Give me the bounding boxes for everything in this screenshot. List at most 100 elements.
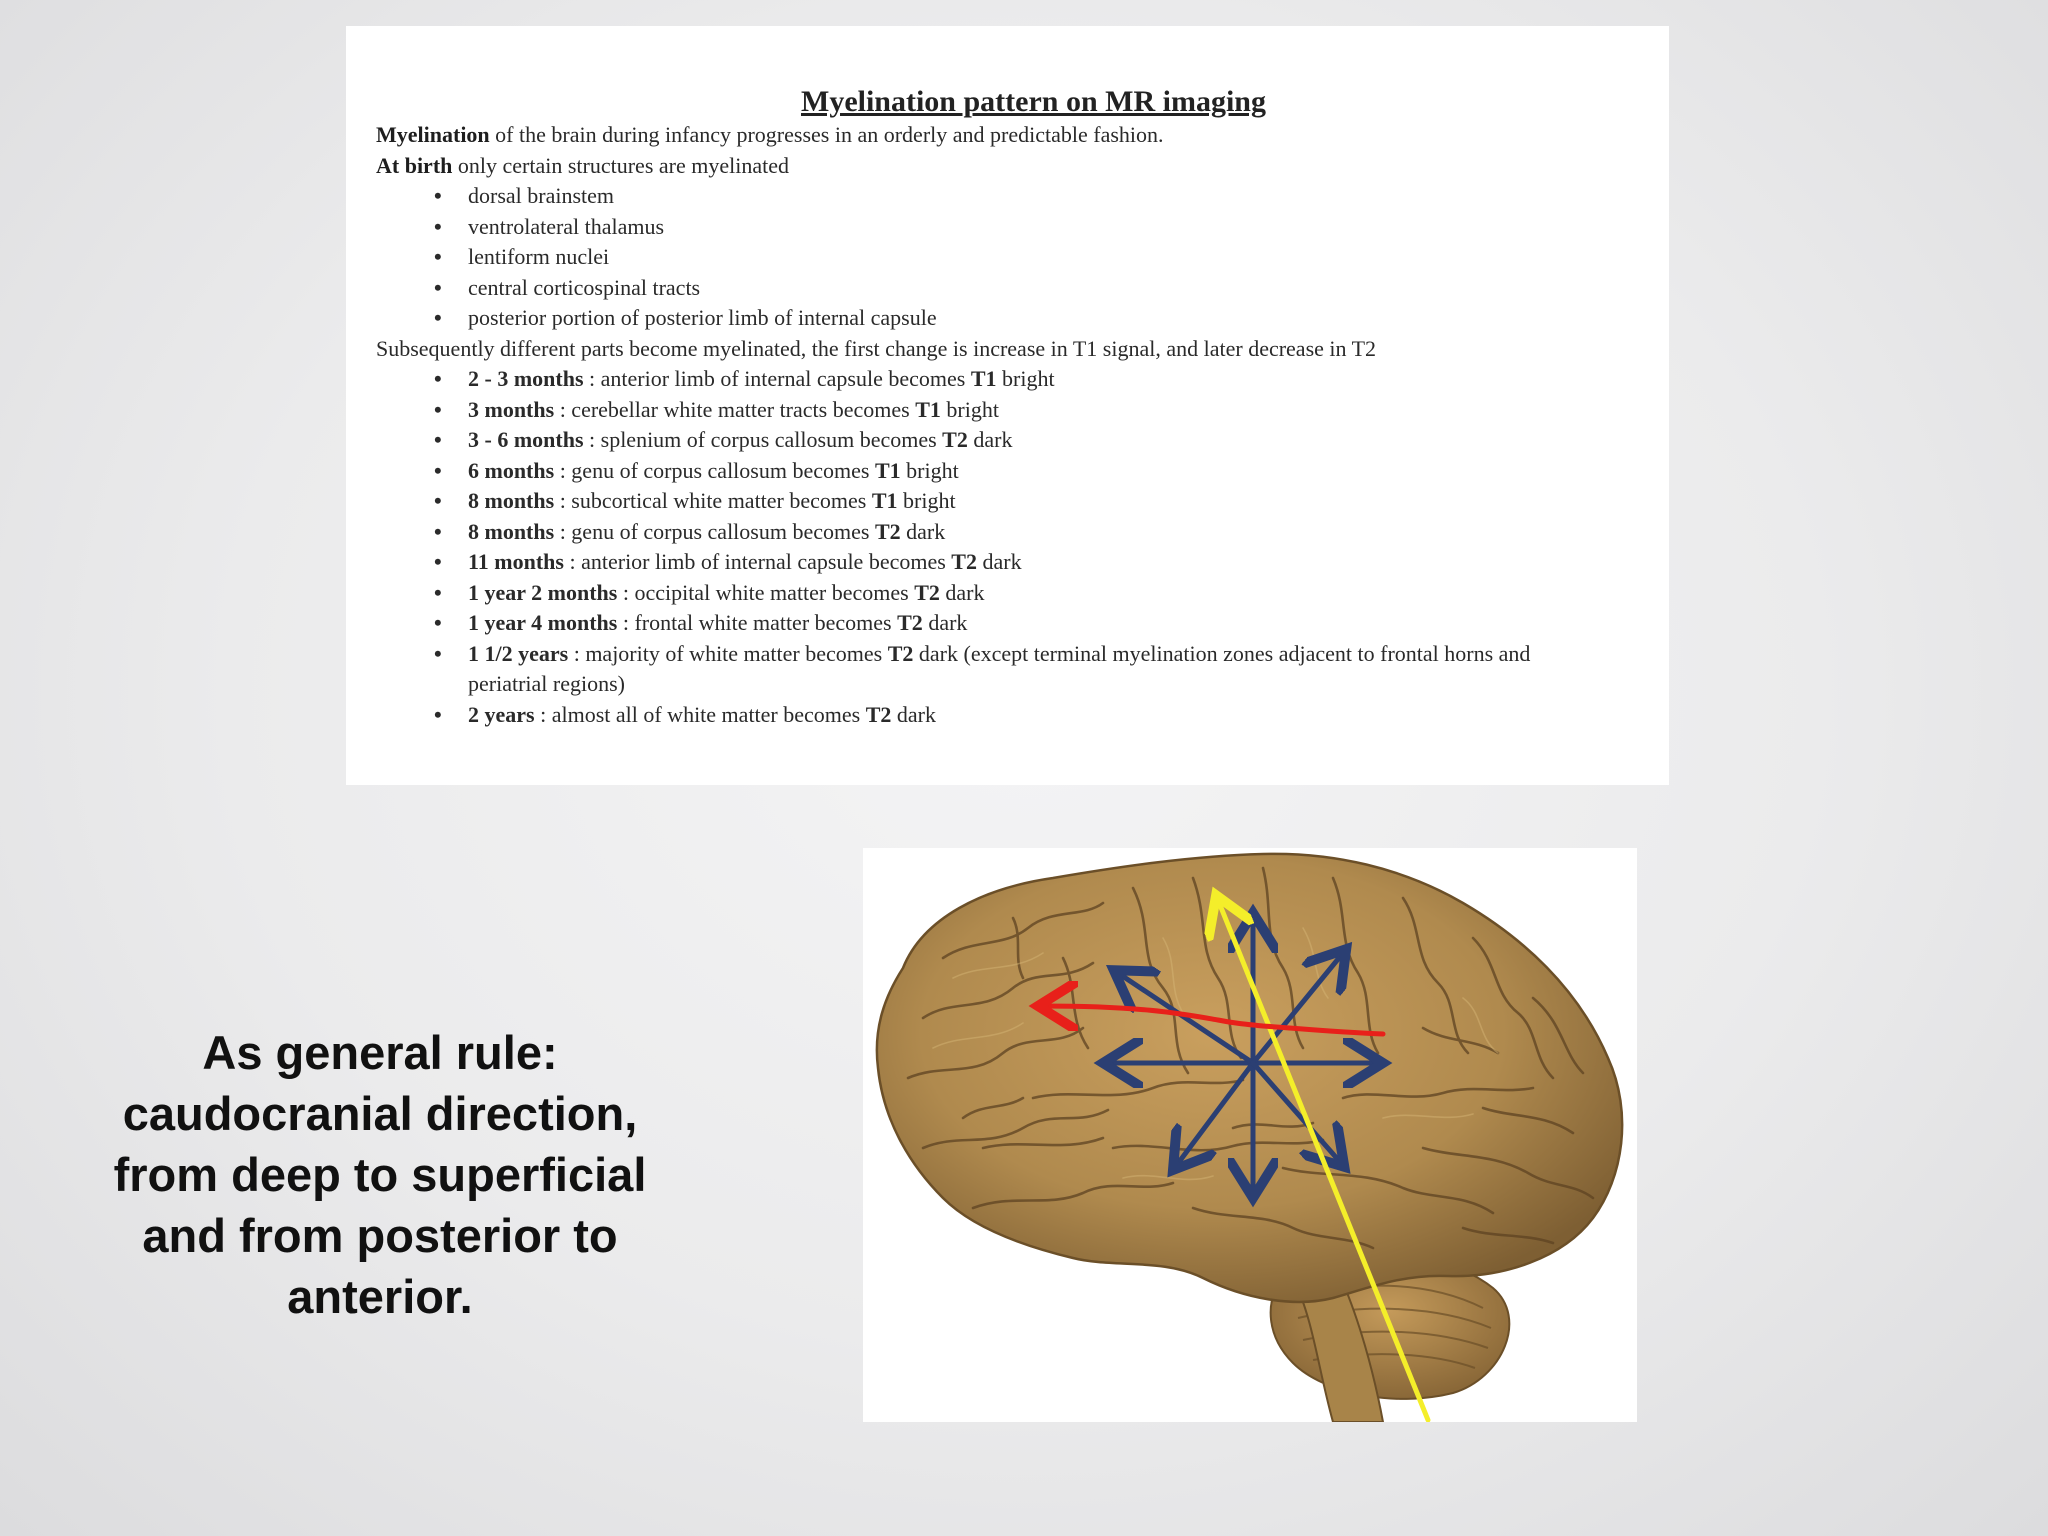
signal-label: T2 xyxy=(887,640,914,666)
arrow-up-right xyxy=(1250,953,1343,1066)
intro-rest: of the brain during infancy progresses i… xyxy=(489,122,1164,147)
list-item-text: dorsal brainstem xyxy=(468,183,615,208)
bullet: • xyxy=(434,427,442,452)
subsequently-line: Subsequently different parts become myel… xyxy=(376,335,1377,361)
item-tail: dark xyxy=(976,549,1022,574)
signal-label: T1 xyxy=(915,396,941,422)
age-label: 8 months xyxy=(468,488,555,513)
item-tail: dark xyxy=(900,518,946,544)
item-desc: : frontal white matter becomes xyxy=(617,610,898,635)
cerebrum xyxy=(875,852,1624,1304)
list-item-text: 3 - 6 months : splenium of corpus callos… xyxy=(468,425,1608,456)
list-item: • 3 - 6 months : splenium of corpus callo… xyxy=(434,425,1639,456)
item-tail: bright xyxy=(940,396,999,422)
bullet: • xyxy=(434,274,442,300)
bullet: • xyxy=(434,488,442,513)
document-title: Myelination pattern on MR imaging xyxy=(801,85,1266,118)
bullet: • xyxy=(434,579,442,605)
list-item: • 11 months : anterior limb of internal c… xyxy=(434,547,1639,578)
item-desc: : cerebellar white matter tracts becomes xyxy=(554,396,916,422)
item-tail: dark xyxy=(891,701,937,727)
item-desc: : almost all of white matter becomes xyxy=(534,701,866,727)
item-desc: : anterior limb of internal capsule beco… xyxy=(563,549,952,574)
rule-line: anterior. xyxy=(287,1270,473,1323)
age-label: 3 - 6 months xyxy=(468,427,584,452)
bullet: • xyxy=(434,549,442,574)
list-item: • 2 years : almost all of white matter be… xyxy=(434,700,1639,731)
bullet: • xyxy=(434,640,442,666)
age-label: 1 year 2 months xyxy=(468,579,618,605)
item-tail: dark xyxy=(939,579,985,605)
item-desc: : majority of white matter becomes xyxy=(568,640,888,666)
at-birth-rest: only certain structures are myelinated xyxy=(452,152,789,178)
at-birth-line: At birth only certain structures are mye… xyxy=(376,151,1639,182)
signal-label: T1 xyxy=(874,457,901,483)
item-tail: dark xyxy=(967,427,1013,452)
age-label: 1 1/2 years xyxy=(468,640,569,666)
brain-figure xyxy=(863,848,1637,1422)
bullet: • xyxy=(434,396,442,422)
yellow-axis-line xyxy=(1218,900,1431,1422)
item-tail: dark xyxy=(922,610,968,635)
myelination-document: Myelination pattern on MR imaging Myelin… xyxy=(346,26,1669,785)
signal-label: T2 xyxy=(914,579,940,605)
item-desc: : splenium of corpus callosum becomes xyxy=(583,427,943,452)
list-item: • 1 1/2 years : majority of white matter … xyxy=(434,639,1639,700)
signal-label: T2 xyxy=(865,701,892,727)
age-label: 8 months xyxy=(468,518,555,544)
bullet: • xyxy=(434,305,442,330)
timeline-list: • 2 - 3 months : anterior limb of interna… xyxy=(376,364,1639,730)
list-item-text: 3 months : cerebellar white matter tract… xyxy=(468,395,1608,426)
list-item-text: 1 year 4 months : frontal white matter b… xyxy=(468,608,1608,639)
at-birth-lead: At birth xyxy=(376,152,453,178)
item-desc: : subcortical white matter becomes xyxy=(554,488,872,513)
age-label: 1 year 4 months xyxy=(468,610,618,635)
list-item: • 1 year 4 months : frontal white matter … xyxy=(434,608,1639,639)
list-item: • lentiform nuclei xyxy=(434,242,1639,273)
list-item: • 2 - 3 months : anterior limb of interna… xyxy=(434,364,1639,395)
list-item: •central corticospinal tracts xyxy=(434,273,1639,304)
signal-label: T1 xyxy=(871,488,898,513)
age-label: 3 months xyxy=(468,396,555,422)
list-item: • 3 months : cerebellar white matter trac… xyxy=(434,395,1639,426)
list-item-text: 2 years : almost all of white matter bec… xyxy=(468,700,1608,731)
bullet: • xyxy=(434,701,442,727)
item-desc: : anterior limb of internal capsule beco… xyxy=(583,366,971,391)
bullet: • xyxy=(434,213,442,239)
birth-structures-list: • dorsal brainstem •ventrolateral thalamu… xyxy=(376,181,1639,334)
arrow-up-left xyxy=(1118,973,1256,1066)
list-item-text: lentiform nuclei xyxy=(468,244,610,269)
list-item: • posterior portion of posterior limb of … xyxy=(434,303,1639,334)
rule-line: caudocranial direction, xyxy=(122,1087,638,1140)
intro-line: Myelination of the brain during infancy … xyxy=(376,120,1639,151)
age-label: 2 - 3 months xyxy=(468,366,584,391)
brainstem xyxy=(1291,1276,1385,1422)
signal-label: T2 xyxy=(874,518,901,544)
list-item: • 6 months : genu of corpus callosum beco… xyxy=(434,456,1639,487)
bullet: • xyxy=(434,366,442,391)
arrow-down-right xyxy=(1250,1060,1341,1163)
age-label: 6 months xyxy=(468,457,555,483)
general-rule-text: As general rule: caudocranial direction,… xyxy=(60,1022,700,1327)
list-item: • dorsal brainstem xyxy=(434,181,1639,212)
age-label: 2 years xyxy=(468,701,535,727)
list-item-text: 8 months : subcortical white matter beco… xyxy=(468,486,1608,517)
list-item-text: posterior portion of posterior limb of i… xyxy=(468,305,937,330)
bullet: • xyxy=(434,610,442,635)
bullet: • xyxy=(434,518,442,544)
bullet: • xyxy=(434,183,442,208)
item-tail: bright xyxy=(900,457,959,483)
list-item: •ventrolateral thalamus xyxy=(434,212,1639,243)
bullet: • xyxy=(434,457,442,483)
item-desc: : genu of corpus callosum becomes xyxy=(554,457,875,483)
signal-label: T2 xyxy=(897,610,923,635)
red-posterior-anterior-arrow xyxy=(1043,1006,1386,1037)
signal-label: T1 xyxy=(970,366,997,391)
bullet: • xyxy=(434,244,442,269)
list-item-text: 1 1/2 years : majority of white matter b… xyxy=(468,639,1608,700)
item-tail: dark (except terminal myelination zones … xyxy=(468,640,1531,697)
list-item-text: 1 year 2 months : occipital white matter… xyxy=(468,578,1608,609)
age-label: 11 months xyxy=(468,549,564,574)
item-tail: bright xyxy=(897,488,956,513)
intro-lead: Myelination xyxy=(376,122,490,147)
